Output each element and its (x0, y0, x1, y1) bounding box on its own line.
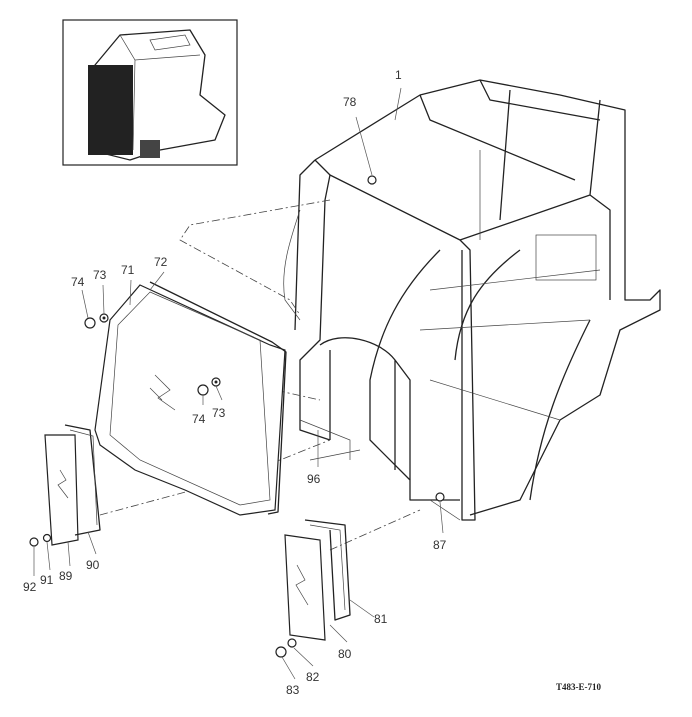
tractor-locator-inset (62, 19, 238, 166)
callout-89: 89 (59, 569, 73, 583)
callout-74: 74 (71, 275, 85, 289)
side-glass-lower (284, 519, 351, 641)
front-windscreen-glass (94, 284, 286, 516)
callout-83: 83 (286, 683, 300, 697)
callout-leaders (33, 87, 444, 680)
callout-78: 78 (343, 95, 357, 109)
callout-74-lower: 74 (192, 412, 206, 426)
callout-90: 90 (86, 558, 100, 572)
callout-81: 81 (374, 612, 388, 626)
callout-71: 71 (121, 263, 135, 277)
drawing-reference-code: T483-E-710 (556, 682, 601, 692)
cab-frame (283, 79, 661, 521)
callout-87: 87 (433, 538, 447, 552)
callout-73-lower: 73 (212, 406, 226, 420)
callout-91: 91 (40, 573, 54, 587)
windscreen-seal (149, 281, 287, 515)
callout-82: 82 (306, 670, 320, 684)
side-glass-left (44, 424, 101, 546)
callout-1: 1 (395, 68, 402, 82)
callout-72: 72 (154, 255, 168, 269)
callout-96: 96 (307, 472, 321, 486)
callout-92: 92 (23, 580, 37, 594)
callout-80: 80 (338, 647, 352, 661)
callout-73: 73 (93, 268, 107, 282)
